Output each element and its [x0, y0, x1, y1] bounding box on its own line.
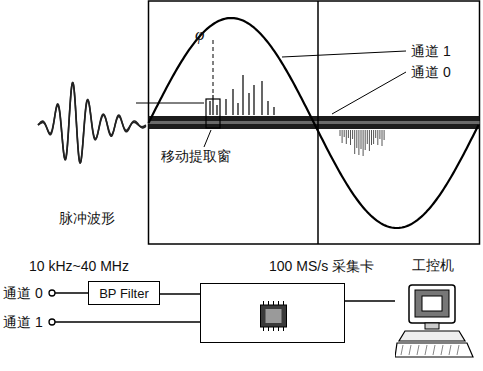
- phase-marker: [213, 40, 214, 96]
- leader-line: [332, 72, 406, 114]
- pd-pulses-negative: [340, 130, 384, 156]
- signal-connector: [345, 300, 395, 302]
- plot-frame: [149, 1, 480, 244]
- pulse-stroke: [361, 130, 362, 149]
- filter-box: 10 kHz~40 MHzBP Filter: [88, 281, 160, 305]
- channel1-sine: [149, 18, 479, 228]
- waveform-label: 脉冲波形: [58, 210, 116, 226]
- chip-body: [261, 305, 287, 327]
- pulse-stroke: [342, 130, 343, 143]
- pulse-stroke: [358, 130, 359, 155]
- input-terminal: [49, 290, 55, 296]
- chip-pin: [278, 301, 279, 305]
- pulse-stroke: [216, 105, 217, 115]
- pulse-stroke: [352, 130, 353, 139]
- node-heading: 100 MS/s 采集卡: [269, 258, 374, 274]
- leader-line: [204, 130, 211, 147]
- pulse-stroke: [248, 93, 249, 115]
- chip-pin: [273, 301, 274, 305]
- input-wire: [55, 292, 88, 294]
- chip-pin: [283, 327, 284, 331]
- pulse-stroke: [273, 107, 274, 115]
- pulse-stroke: [373, 130, 374, 144]
- window-label: 移动提取窗: [160, 148, 232, 164]
- pc-drawing: [395, 285, 473, 357]
- computer-icon: [395, 283, 477, 363]
- pulse-stroke: [354, 130, 355, 154]
- pulse-stroke: [346, 130, 347, 144]
- pulse-stroke: [209, 101, 210, 115]
- pulse-stroke: [369, 130, 370, 151]
- input-label: 通道 1: [2, 314, 44, 330]
- pulse-stroke: [242, 75, 243, 115]
- pulse-stroke: [363, 130, 364, 156]
- acquisition-card: 100 MS/s 采集卡: [200, 283, 345, 343]
- waveform-trace: [38, 82, 146, 162]
- pulse-stroke: [237, 103, 238, 115]
- pulse-stroke: [348, 130, 349, 138]
- waveform-trace: [38, 83, 146, 163]
- chip-pin: [273, 327, 274, 331]
- pulse-stroke: [232, 89, 233, 115]
- pulse-stroke: [371, 130, 372, 145]
- pulse-stroke: [365, 130, 366, 150]
- chip-pin: [283, 301, 284, 305]
- pulse-waveform: [38, 82, 146, 163]
- pulse-stroke: [356, 130, 357, 148]
- plot-divider: [317, 1, 319, 244]
- moving-window: [206, 99, 220, 128]
- node-heading: 工控机: [412, 257, 454, 273]
- pulse-stroke: [253, 85, 254, 115]
- chip-die: [266, 309, 282, 323]
- input-label: 通道 0: [2, 285, 44, 301]
- chip-icon: [201, 284, 346, 344]
- industrial-pc: 工控机: [395, 283, 477, 363]
- pulse-stroke: [225, 99, 226, 115]
- input-terminal: [49, 319, 55, 325]
- pulse-stroke: [350, 130, 351, 145]
- pulse-stroke: [384, 130, 385, 140]
- pulse-stroke: [340, 130, 341, 136]
- pulse-stroke: [261, 81, 262, 115]
- leader-line: [136, 103, 204, 104]
- pulse-stroke: [377, 130, 378, 145]
- leader-line: [282, 51, 406, 57]
- chip-pin: [268, 327, 269, 331]
- chip-pin: [268, 301, 269, 305]
- channel-label: 通道 0: [410, 64, 452, 80]
- pulse-stroke: [382, 130, 383, 146]
- phase-symbol: φ: [194, 27, 205, 43]
- pulse-stroke: [344, 130, 345, 137]
- chip-pin: [263, 327, 264, 331]
- pulse-stroke: [379, 130, 380, 139]
- chip-pin: [278, 327, 279, 331]
- input-wire: [55, 321, 200, 323]
- pulse-stroke: [267, 101, 268, 115]
- pulse-stroke: [367, 130, 368, 144]
- node-heading: 10 kHz~40 MHz: [29, 258, 129, 274]
- sine-curve: [149, 18, 479, 228]
- node-label: BP Filter: [95, 286, 153, 301]
- pulse-stroke: [212, 95, 213, 115]
- chip-pin: [263, 301, 264, 305]
- signal-connector: [160, 293, 200, 295]
- channel-label: 通道 1: [410, 43, 452, 59]
- pulse-stroke: [375, 130, 376, 138]
